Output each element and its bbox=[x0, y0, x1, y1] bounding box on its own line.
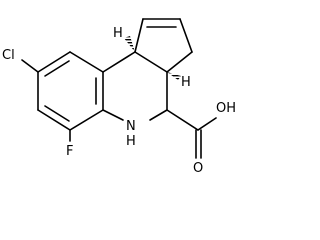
carbonyl-oxygen-label: O bbox=[193, 161, 203, 176]
cyclopentene-ring bbox=[134, 18, 193, 73]
c-cl-bond bbox=[21, 59, 39, 73]
hash-wedge-h2 bbox=[167, 72, 181, 80]
stereo-hydrogen-2-label: H bbox=[181, 75, 191, 90]
benzene-ring bbox=[37, 51, 104, 131]
chlorine-label: Cl bbox=[2, 48, 15, 63]
piperidine-ring bbox=[102, 51, 168, 121]
c-oh-bond bbox=[197, 117, 217, 131]
fluorine-label: F bbox=[66, 144, 73, 159]
nitrogen-label: N bbox=[126, 119, 136, 134]
stereo-hydrogen-1-label: H bbox=[113, 26, 123, 41]
c-cooh-bond bbox=[166, 109, 199, 131]
nitrogen-hydrogen-label: H bbox=[126, 134, 136, 149]
hash-wedge-h1 bbox=[124, 36, 135, 52]
hydroxyl-label: OH bbox=[216, 101, 236, 116]
molecule-structure: Cl F N H O OH H H bbox=[2, 18, 236, 176]
